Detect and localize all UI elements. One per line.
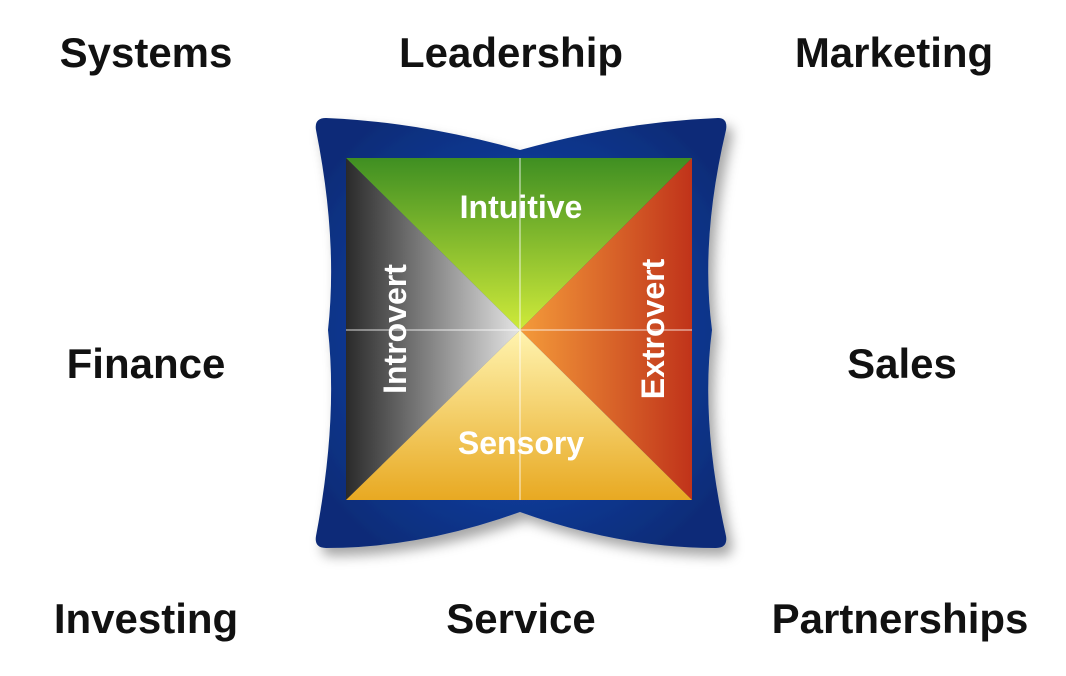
quadrant-intuitive xyxy=(346,158,692,330)
quadrant-label-introvert: Introvert xyxy=(377,264,413,394)
quadrant-label-sensory: Sensory xyxy=(458,425,584,461)
label-leadership: Leadership xyxy=(398,29,624,76)
label-service: Service xyxy=(446,595,596,642)
quadrant-label-extrovert: Extrovert xyxy=(635,258,671,399)
label-sales: Sales xyxy=(847,340,957,387)
label-systems: Systems xyxy=(59,29,233,76)
quadrant-label-intuitive: Intuitive xyxy=(460,189,583,225)
quadrant-introvert xyxy=(346,158,520,500)
label-partnerships: Partnerships xyxy=(771,595,1029,642)
quadrant-sensory xyxy=(346,330,692,500)
label-marketing: Marketing xyxy=(794,29,994,76)
quadrant-extrovert xyxy=(520,158,692,500)
label-investing: Investing xyxy=(53,595,239,642)
label-finance: Finance xyxy=(66,340,226,387)
